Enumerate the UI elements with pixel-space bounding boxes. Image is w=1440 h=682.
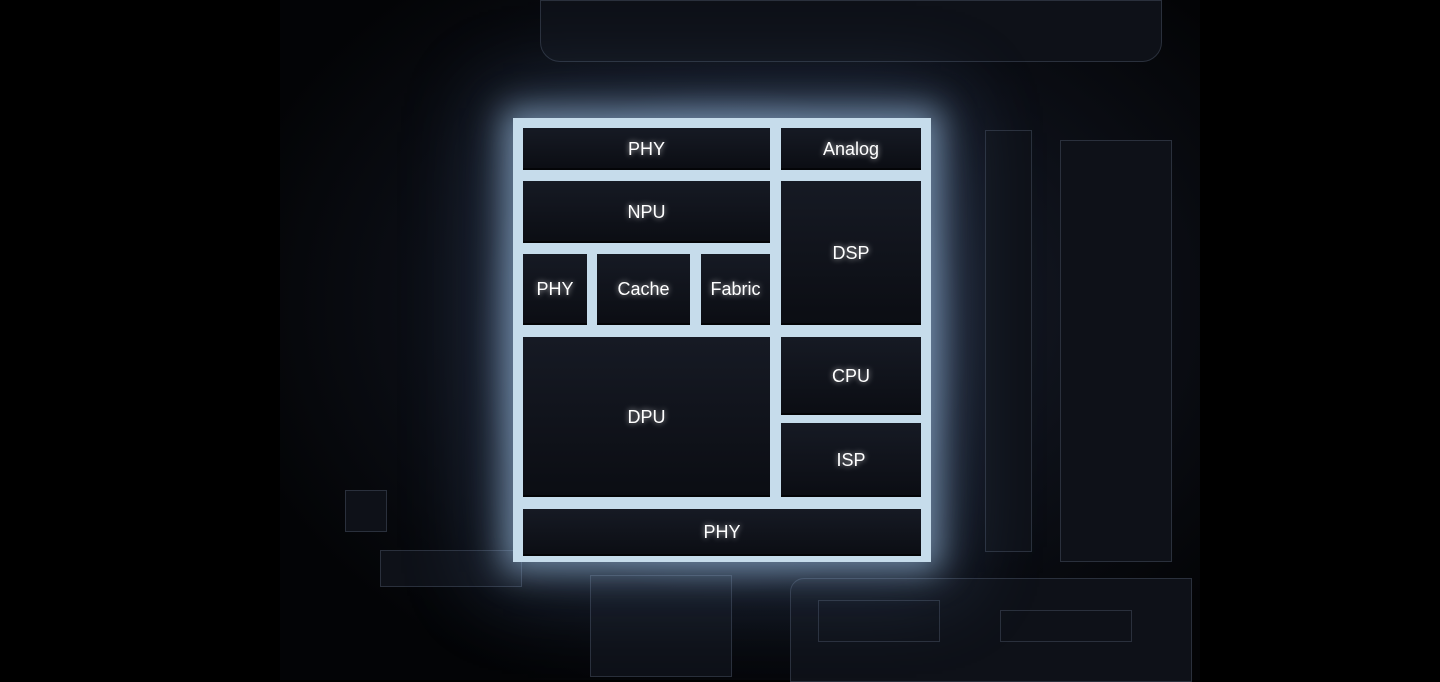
board-connector-strip — [985, 130, 1032, 552]
block-label: ISP — [836, 449, 866, 470]
block-npu: NPU — [523, 181, 770, 243]
block-fabric: Fabric — [701, 254, 770, 325]
board-components — [590, 575, 732, 677]
block-phy-top: PHY — [523, 128, 770, 170]
block-phy-bottom: PHY — [523, 509, 921, 556]
board-component-column — [1060, 140, 1172, 562]
block-label: PHY — [627, 138, 665, 159]
block-isp: ISP — [781, 423, 921, 497]
block-label: Analog — [822, 138, 880, 159]
block-label: PHY — [703, 522, 741, 542]
block-label: Cache — [617, 279, 670, 299]
board-component — [345, 490, 387, 532]
board-components — [380, 550, 522, 587]
board-connector — [1000, 610, 1132, 642]
block-phy-left: PHY — [523, 254, 587, 325]
block-label: CPU — [831, 365, 870, 386]
block-analog: Analog — [781, 128, 921, 170]
block-label: Fabric — [710, 279, 761, 299]
block-cache: Cache — [597, 254, 690, 325]
block-dpu: DPU — [523, 337, 770, 497]
block-label: DSP — [832, 242, 870, 263]
block-cpu: CPU — [781, 337, 921, 415]
block-dsp: DSP — [781, 181, 921, 325]
board-connector — [818, 600, 940, 642]
block-label: PHY — [536, 279, 574, 299]
block-label: NPU — [627, 201, 666, 222]
block-label: DPU — [627, 406, 666, 427]
board-frame-top — [540, 0, 1162, 62]
